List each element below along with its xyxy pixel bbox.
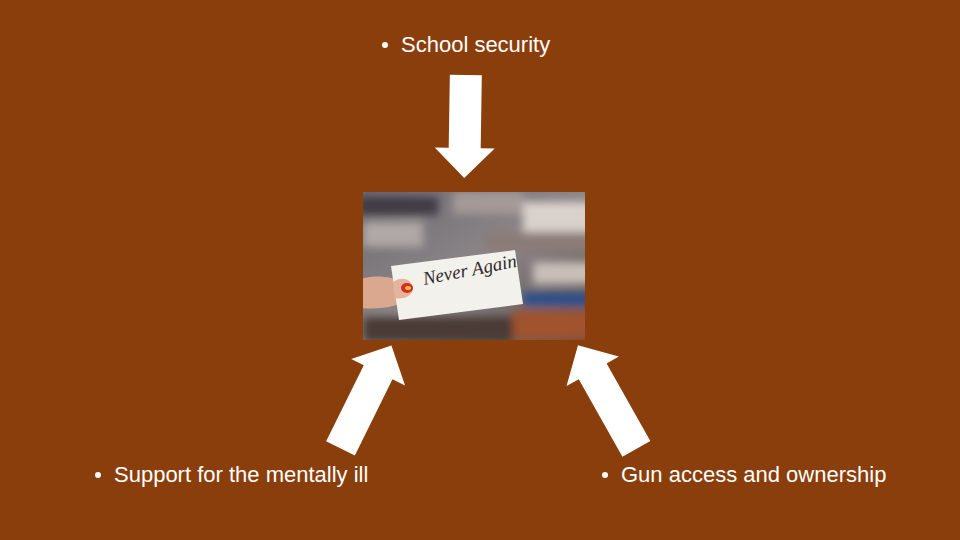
bullet-dot <box>382 42 388 48</box>
bullet-dot <box>602 472 608 478</box>
handwritten-note: Never Again <box>421 250 519 290</box>
photo-node: Never Again <box>363 192 585 340</box>
block-arrow <box>567 345 651 456</box>
bullet-dot <box>95 472 101 478</box>
bullet-point: School security <box>380 31 552 59</box>
bullet-point: Support for the mentally ill <box>93 461 370 489</box>
bullet-text: School security <box>401 31 550 59</box>
block-arrow <box>435 75 495 178</box>
bullet-text: Gun access and ownership <box>621 461 886 489</box>
bullet-point: Gun access and ownership <box>600 461 888 489</box>
bullet-text: Support for the mentally ill <box>114 461 368 489</box>
block-arrow <box>326 345 405 455</box>
